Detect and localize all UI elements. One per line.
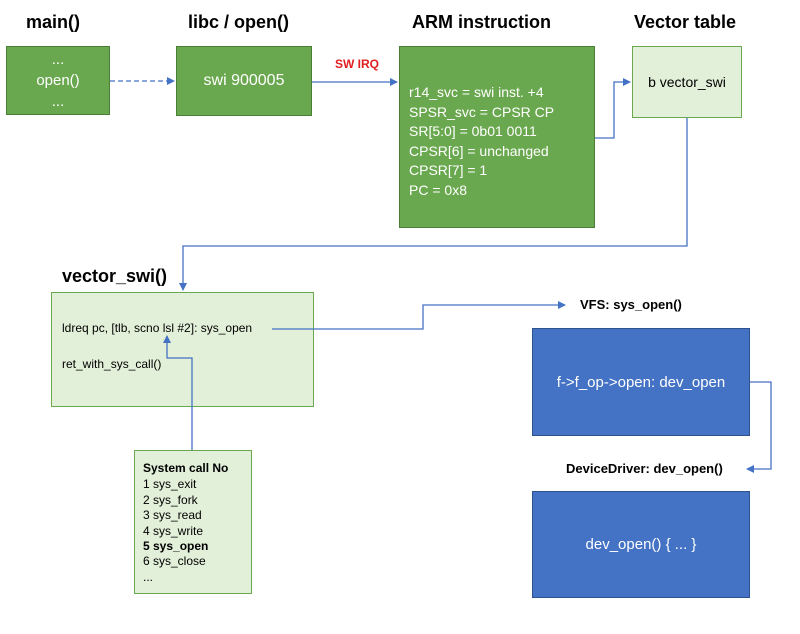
main-line-1: ... [51, 51, 65, 68]
arrow-syscall-to-vector-swi [163, 335, 193, 450]
libc-box: swi 900005 [176, 46, 312, 116]
arm-line-spsr: SPSR_svc = CPSR CP [409, 103, 555, 120]
syscall-item: 6 sys_close [143, 554, 206, 569]
syscall-item: 3 sys_read [143, 508, 202, 523]
vector-swi-heading: vector_swi() [62, 266, 168, 286]
sw-irq-label: SW IRQ [335, 57, 379, 71]
arm-line-cpsr7: CPSR[7] = 1 [409, 162, 488, 178]
vector-swi-ret: ret_with_sys_call() [62, 357, 162, 371]
driver-box: dev_open() { ... } [532, 491, 750, 598]
dev-open-function: dev_open() { ... } [585, 536, 697, 553]
main-line-3: ... [51, 93, 65, 110]
vector-table-heading: Vector table [634, 12, 737, 32]
arm-line-sr: SR[5:0] = 0b01 0011 [409, 123, 537, 139]
syscall-item: 1 sys_exit [143, 477, 197, 492]
arm-line-cpsr6: CPSR[6] = unchanged [409, 142, 549, 159]
swi-instruction: swi 900005 [203, 72, 285, 89]
main-line-open: open() [36, 72, 80, 89]
main-heading: main() [26, 12, 80, 32]
arrow-vector-table-to-vector-swi [179, 118, 688, 291]
vfs-box: f->f_op->open: dev_open [532, 328, 750, 436]
arm-instruction-heading: ARM instruction [412, 12, 551, 32]
vector-table-box: b vector_swi [632, 46, 742, 118]
arrow-vector-swi-to-vfs [272, 301, 566, 330]
arrow-arm-to-vector-table [595, 78, 631, 139]
arm-instruction-box: r14_svc = swi inst. +4 SPSR_svc = CPSR C… [399, 46, 595, 228]
arm-line-r14: r14_svc = swi inst. +4 [409, 84, 544, 100]
device-driver-heading: DeviceDriver: dev_open() [566, 461, 723, 476]
libc-heading: libc / open() [188, 12, 289, 32]
syscall-item: 5 sys_open [143, 539, 209, 554]
vector-swi-ldreq: ldreq pc, [tlb, scno lsl #2]: sys_open [62, 321, 253, 335]
arrow-vfs-to-driver [746, 381, 772, 473]
arm-line-pc: PC = 0x8 [409, 181, 467, 198]
vfs-open-call: f->f_op->open: dev_open [556, 373, 726, 391]
syscall-table-title: System call No [143, 461, 229, 475]
main-box: ... open() ... [6, 46, 110, 115]
syscall-item: 4 sys_write [143, 523, 204, 538]
vector-table-entry: b vector_swi [648, 74, 726, 90]
syscall-item: 2 sys_fork [143, 492, 198, 507]
vector-swi-box: ldreq pc, [tlb, scno lsl #2]: sys_open r… [51, 292, 314, 407]
vfs-heading: VFS: sys_open() [580, 297, 682, 312]
syscall-item: ... [143, 569, 154, 584]
